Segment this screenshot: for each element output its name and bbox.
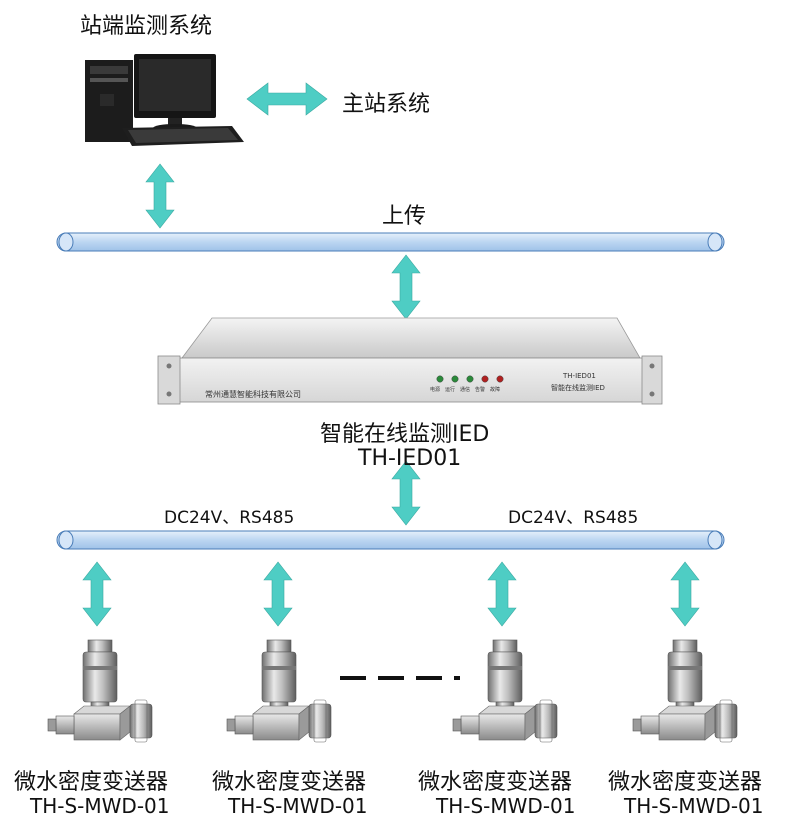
sensor-model: TH-S-MWD-01 [624, 794, 763, 818]
transmitter-device [453, 640, 557, 742]
sensor-name: 微水密度变送器 [608, 764, 762, 796]
led-label: 电源 [430, 386, 440, 393]
field-bus [57, 531, 724, 549]
bus-right-label: DC24V、RS485 [508, 503, 638, 528]
sensor-model: TH-S-MWD-01 [30, 794, 169, 818]
sensor-model: TH-S-MWD-01 [228, 794, 367, 818]
transmitter-device [48, 640, 152, 742]
ied-model: TH-IED01 [358, 446, 461, 471]
bidirectional-arrow-icon [392, 255, 420, 319]
sensor-model: TH-S-MWD-01 [436, 794, 575, 818]
led-label: 通信 [460, 386, 470, 393]
led-label: 运行 [445, 386, 455, 393]
upload-bus [57, 233, 724, 251]
led-run [452, 376, 458, 382]
led-power [437, 376, 443, 382]
transmitter-device [633, 640, 737, 742]
station-title: 站端监测系统 [80, 8, 212, 40]
led-fault [497, 376, 503, 382]
bidirectional-arrow-icon [671, 562, 699, 626]
bidirectional-arrow-icon [83, 562, 111, 626]
led-alarm [482, 376, 488, 382]
bidirectional-arrow-icon [264, 562, 292, 626]
panel-company: 常州通慧智能科技有限公司 [205, 389, 301, 400]
bidirectional-arrow-icon [247, 83, 327, 115]
bidirectional-arrow-icon [146, 164, 174, 228]
panel-model: TH-IED01 [563, 372, 596, 380]
sensor-name: 微水密度变送器 [418, 764, 572, 796]
computer-icon [85, 54, 244, 146]
master-label: 主站系统 [342, 86, 430, 118]
sensor-name: 微水密度变送器 [14, 764, 168, 796]
bidirectional-arrow-icon [488, 562, 516, 626]
sensor-name: 微水密度变送器 [212, 764, 366, 796]
bus-left-label: DC24V、RS485 [164, 503, 294, 528]
ellipsis-dashes [340, 676, 460, 680]
ied-name: 智能在线监测IED [320, 416, 489, 448]
led-comm [467, 376, 473, 382]
led-label: 告警 [475, 386, 485, 393]
upload-label: 上传 [382, 198, 426, 230]
panel-title: 智能在线监测IED [551, 383, 605, 393]
led-label: 故障 [490, 386, 500, 393]
transmitter-device [227, 640, 331, 742]
